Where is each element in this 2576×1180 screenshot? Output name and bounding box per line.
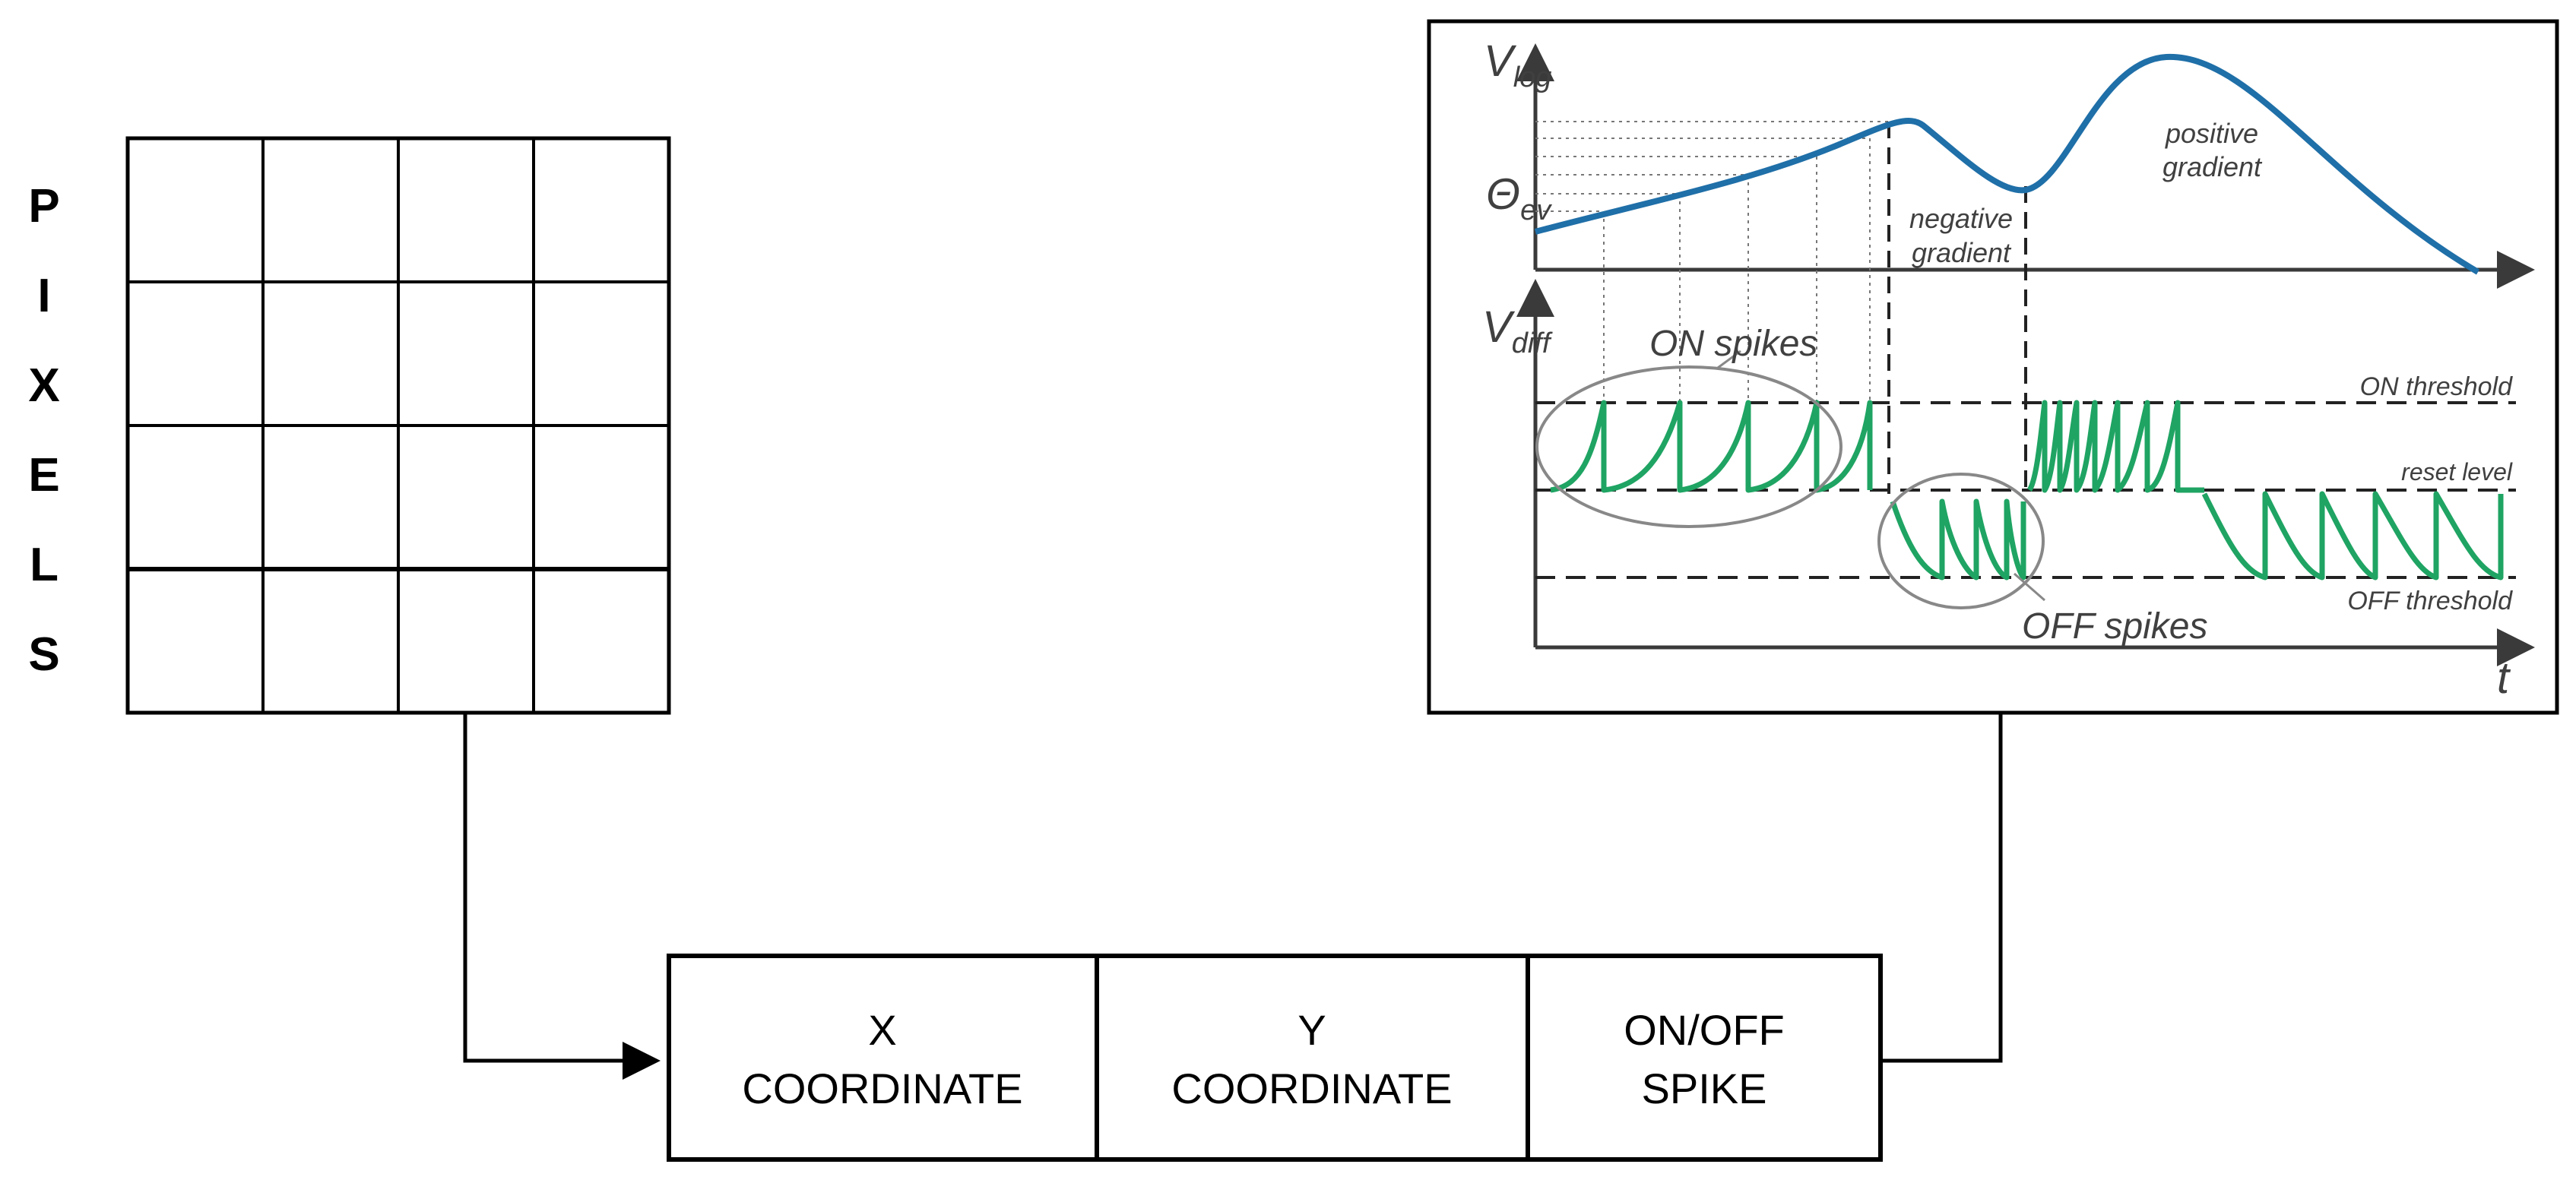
y-coordinate-line2: COORDINATE — [1171, 1065, 1452, 1112]
address-event-word: X COORDINATE Y COORDINATE ON/OFF SPIKE — [667, 954, 1883, 1162]
theta-sub: ev — [1520, 195, 1552, 226]
pixels-letter: P — [28, 180, 59, 233]
spike-time-lines — [1603, 138, 1871, 422]
y-coordinate-field: Y COORDINATE — [1171, 1006, 1452, 1112]
x-coordinate-field: X COORDINATE — [742, 1006, 1022, 1112]
x-coordinate-line1: X — [868, 1006, 896, 1054]
off-spike-train-1 — [1890, 498, 2026, 581]
pixels-letter: X — [28, 359, 59, 412]
vlog-curve — [1534, 53, 2480, 275]
on-off-spike-field: ON/OFF SPIKE — [1624, 1006, 1785, 1112]
off-spike-train-2 — [2201, 491, 2504, 581]
on-threshold-label: ON threshold — [2360, 372, 2513, 401]
pixels-letter: S — [28, 628, 59, 681]
y-coordinate-line1: Y — [1298, 1006, 1326, 1054]
negative-gradient-line2: gradient — [1912, 237, 2012, 268]
on-spikes-ellipse — [1535, 365, 1842, 528]
pixels-to-address-arrow — [463, 713, 661, 1080]
pixels-letter: I — [37, 270, 50, 322]
vlog-label-main: V — [1484, 36, 1517, 86]
on-spike-train-1 — [1550, 400, 1873, 493]
x-coordinate-line2: COORDINATE — [742, 1065, 1022, 1112]
positive-gradient-line2: gradient — [2163, 151, 2263, 182]
pixels-label: P I X E L S — [28, 180, 59, 681]
vdiff-label-main: V — [1482, 302, 1516, 352]
on-off-spike-line1: ON/OFF — [1624, 1006, 1785, 1054]
event-plot-frame — [1427, 19, 2559, 715]
on-off-spike-line2: SPIKE — [1642, 1065, 1767, 1112]
off-spikes-pointer — [2014, 572, 2045, 602]
vlog-axis-label: Vlog — [1484, 36, 1551, 93]
on-spike-train-2 — [2026, 400, 2204, 493]
on-spikes-label: ON spikes — [1649, 324, 1817, 364]
theta-main: Θ — [1486, 169, 1520, 219]
vdiff-label-sub: diff — [1512, 327, 1553, 359]
off-spikes-label: OFF spikes — [2022, 606, 2208, 647]
reset-level-label: reset level — [2401, 458, 2513, 486]
vlog-label-sub: log — [1513, 62, 1552, 93]
negative-gradient-line1: negative — [1909, 203, 2013, 234]
positive-gradient-line1: positive — [2165, 118, 2258, 149]
theta-ev-label: Θev — [1486, 169, 1552, 226]
pixels-letter: L — [30, 539, 59, 591]
phase-boundaries — [1887, 122, 2027, 494]
off-spikes-ellipse — [1877, 473, 2045, 609]
event-plot: Vlog Θev Vdiff t negative gradient posit… — [1427, 19, 2559, 715]
address-event-border — [667, 954, 1883, 1162]
vlog-level-lines — [1535, 121, 1904, 212]
pixels-letter: E — [28, 449, 59, 501]
on-spikes-pointer — [1717, 350, 1741, 369]
time-axis-label: t — [2497, 653, 2511, 703]
pixel-grid — [125, 136, 671, 715]
off-threshold-label: OFF threshold — [2347, 587, 2513, 615]
vdiff-axis-label: Vdiff — [1482, 302, 1553, 359]
